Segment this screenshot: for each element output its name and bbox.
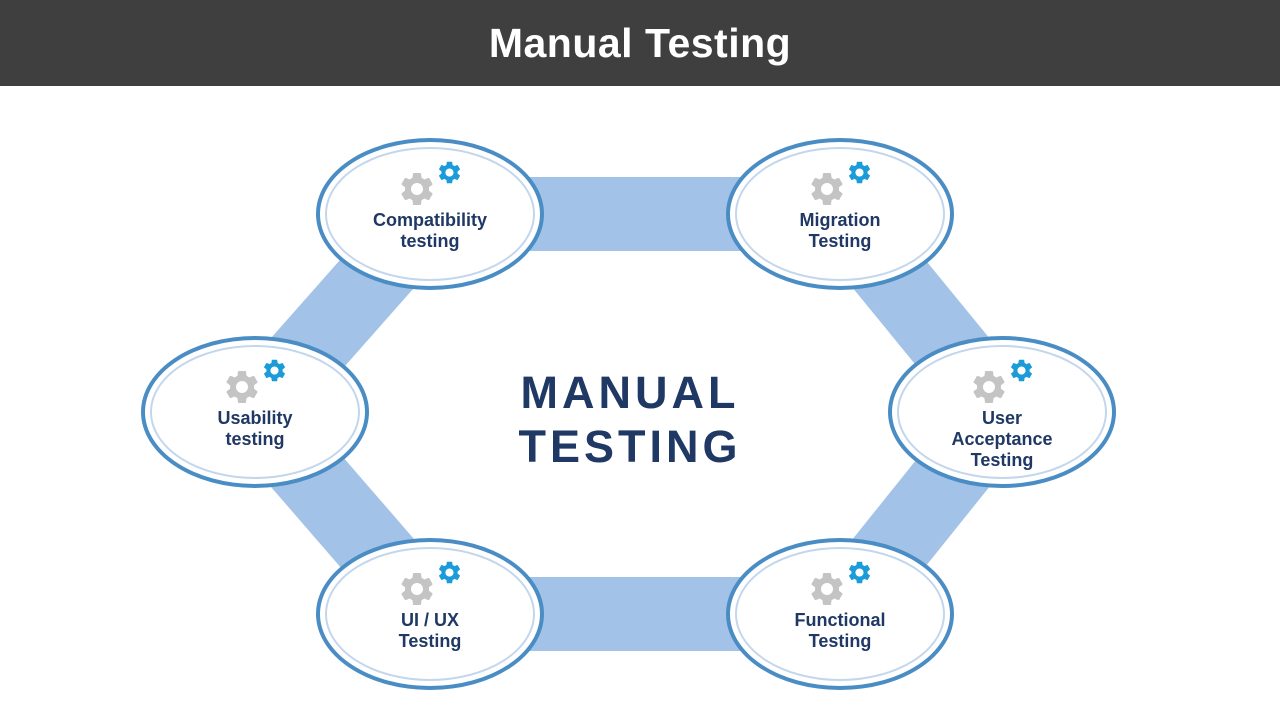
gear-icon-blue (846, 559, 873, 586)
center-label: MANUAL TESTING (518, 366, 741, 474)
node-label: Migration Testing (800, 210, 881, 252)
gear-icon-gray (397, 569, 437, 609)
node-user-acceptance-testing: User Acceptance Testing (888, 336, 1116, 488)
node-label-line: Testing (970, 450, 1034, 470)
node-label-line: testing (225, 429, 285, 449)
gear-icon-gray (222, 367, 262, 407)
node-migration-testing: Migration Testing (726, 138, 954, 290)
node-label-line: Functional (794, 610, 886, 630)
node-ui-ux-testing: UI / UX Testing (316, 538, 544, 690)
gear-icon-gray (807, 569, 847, 609)
gear-icon-blue (1008, 357, 1035, 384)
node-label-line: testing (400, 231, 460, 251)
gears-icon-group (394, 559, 466, 609)
node-label-line: Usability (217, 408, 293, 428)
center-label-line2: TESTING (518, 421, 742, 472)
gears-icon-group (804, 159, 876, 209)
node-label: UI / UX Testing (399, 610, 462, 652)
center-label-line1: MANUAL (520, 367, 740, 418)
node-label: Usability testing (217, 408, 292, 450)
node-label: User Acceptance Testing (951, 408, 1052, 471)
gears-icon-group (219, 357, 291, 407)
gear-icon-gray (969, 367, 1009, 407)
gears-icon-group (394, 159, 466, 209)
node-usability-testing: Usability testing (141, 336, 369, 488)
gear-icon-blue (846, 159, 873, 186)
node-label: Functional Testing (795, 610, 886, 652)
gear-icon-blue (261, 357, 288, 384)
gears-icon-group (966, 357, 1038, 407)
node-label-line: User (981, 408, 1023, 428)
node-label-line: UI / UX (400, 610, 459, 630)
node-label-line: Testing (808, 231, 872, 251)
node-label-line: Testing (808, 631, 872, 651)
node-functional-testing: Functional Testing (726, 538, 954, 690)
node-label-line: Acceptance (951, 429, 1053, 449)
gears-icon-group (804, 559, 876, 609)
gear-icon-blue (436, 159, 463, 186)
node-label-line: Compatibility (372, 210, 487, 230)
node-label-line: Migration (799, 210, 881, 230)
gear-icon-blue (436, 559, 463, 586)
title-bar: Manual Testing (0, 0, 1280, 86)
node-label: Compatibility testing (373, 210, 487, 252)
gear-icon-gray (397, 169, 437, 209)
gear-icon-gray (807, 169, 847, 209)
slide-title: Manual Testing (488, 19, 792, 66)
node-compatibility-testing: Compatibility testing (316, 138, 544, 290)
node-label-line: Testing (398, 631, 462, 651)
